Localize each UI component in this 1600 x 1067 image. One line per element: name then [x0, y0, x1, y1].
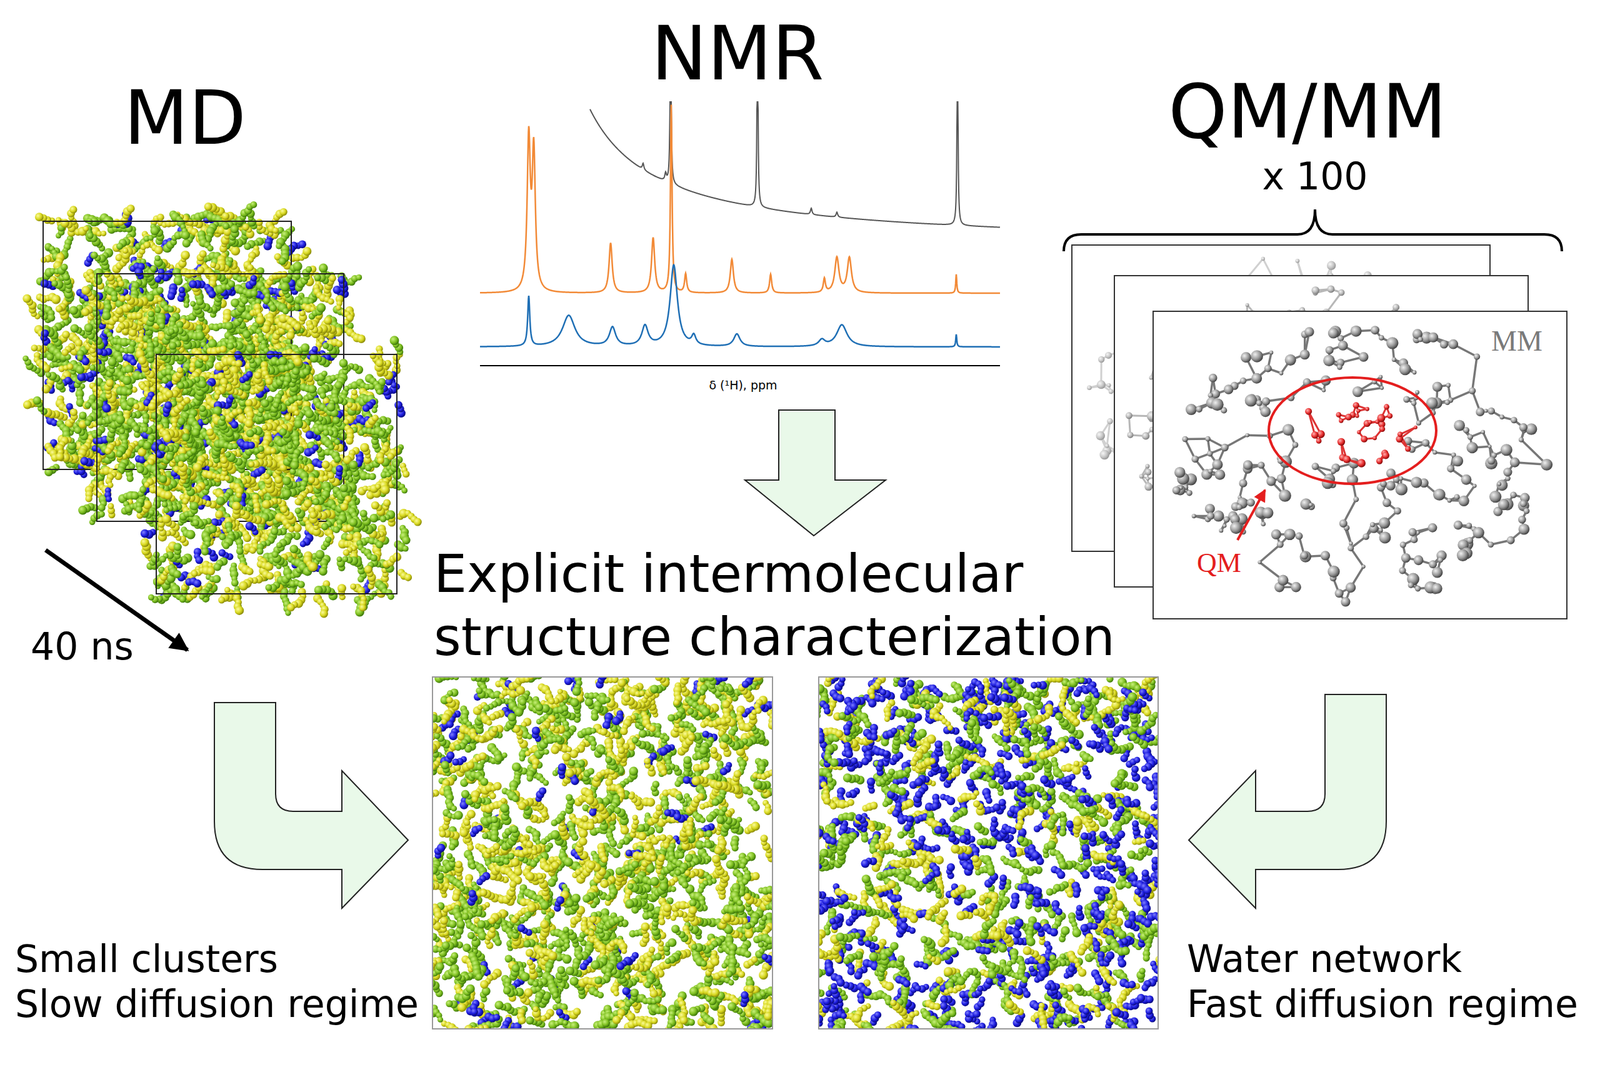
canvas: NMRMDQM/MMx 100δ (¹H), ppmMMQM40 nsExpli…	[0, 0, 1600, 1067]
